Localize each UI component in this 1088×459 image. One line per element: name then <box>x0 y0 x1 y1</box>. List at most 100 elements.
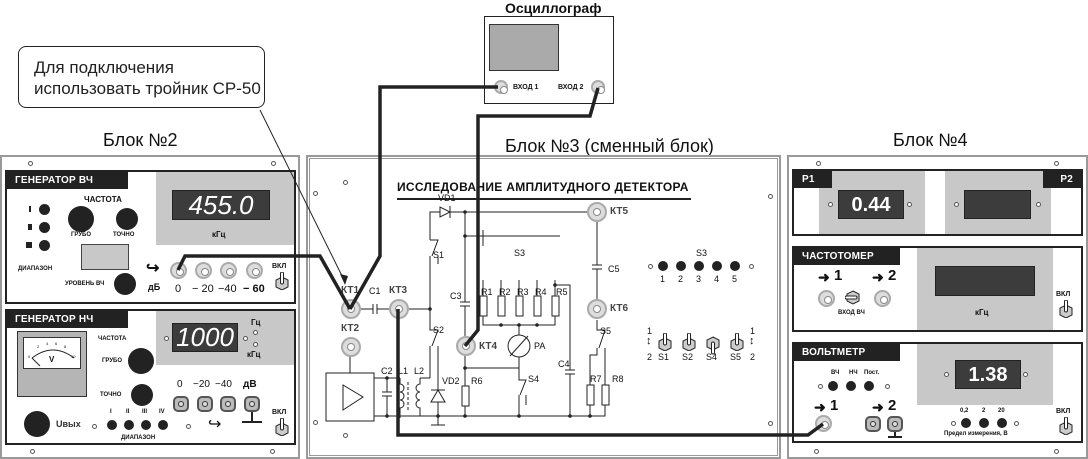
volt-input-1-jack[interactable] <box>815 415 832 432</box>
oscilloscope-input-2-label: ВХОД 2 <box>558 84 584 91</box>
hf-output-minus40db-jack[interactable] <box>220 262 237 279</box>
ground-icon <box>251 412 253 422</box>
label-r1: R1 <box>481 287 493 297</box>
lf-power-toggle[interactable] <box>275 418 289 436</box>
s3-position-button-4[interactable] <box>712 261 722 271</box>
mount-hole <box>270 449 275 454</box>
test-point-kt3[interactable] <box>389 299 409 319</box>
lf-range-mark-2: II <box>126 409 130 415</box>
s3-position-button-2[interactable] <box>676 261 686 271</box>
hf-coarse-label: ГРУБО <box>71 232 92 238</box>
hf-power-toggle[interactable] <box>275 272 289 290</box>
s3-position-button-1[interactable] <box>658 261 668 271</box>
test-point-kt6[interactable] <box>587 299 607 319</box>
hf-range-button-3[interactable] <box>39 240 50 251</box>
lf-range-button-3[interactable] <box>141 420 151 430</box>
s3-position-button-3[interactable] <box>694 261 704 271</box>
label-s3-line: S3 <box>514 248 526 258</box>
display-screw <box>164 336 169 341</box>
label-c2: C2 <box>381 366 393 376</box>
meter-tick-6: 6 <box>55 341 58 346</box>
voltmeter-range-20-button[interactable] <box>997 418 1007 428</box>
p2-label: P2 <box>1043 171 1081 188</box>
label-r7: R7 <box>590 374 602 384</box>
hf-range-button-2[interactable] <box>39 222 50 233</box>
s3-position-button-5[interactable] <box>730 261 740 271</box>
hf-level-window <box>81 244 129 270</box>
voltmeter-mode-dc: Пост. <box>864 370 880 376</box>
freq-input-1-jack[interactable] <box>818 290 835 307</box>
oscilloscope-input-2-jack[interactable] <box>591 80 605 94</box>
mount-hole <box>28 161 33 166</box>
volt-input-1-icon: ➜ <box>814 399 826 415</box>
hf-range-label: ДИАПАЗОН <box>18 266 53 272</box>
mount-hole <box>313 420 318 425</box>
toggle-switch-s4[interactable] <box>706 335 720 355</box>
voltmeter-mode-lf-button[interactable] <box>846 381 856 391</box>
mount-hole <box>1054 161 1059 166</box>
test-point-kt2[interactable] <box>341 337 361 357</box>
hf-db-label: дБ <box>148 282 161 292</box>
lf-fine-label: ТОЧНО <box>100 392 122 398</box>
kt4-label: КТ4 <box>479 341 498 352</box>
toggle-switch-s5[interactable] <box>730 333 744 351</box>
lf-range-button-4[interactable] <box>158 420 168 430</box>
freq-input-2-label: 2 <box>888 267 897 284</box>
hf-output-minus20db-jack[interactable] <box>195 262 212 279</box>
volt-ground-jack[interactable] <box>887 416 903 432</box>
lf-output-40-jack[interactable] <box>220 396 236 412</box>
frequency-meter-title: ЧАСТОТОМЕР <box>794 248 900 265</box>
voltmeter-mode-dc-button[interactable] <box>864 381 874 391</box>
lf-unit-hz-indicator <box>253 330 258 335</box>
block-3-heading: ИССЛЕДОВАНИЕ АМПЛИТУДНОГО ДЕТЕКТОРА <box>397 180 689 194</box>
oscilloscope-title: Осциллограф <box>505 0 602 16</box>
mount-hole <box>1054 449 1059 454</box>
panel-screw <box>818 384 823 389</box>
mount-hole <box>343 433 348 438</box>
lf-output-ground-jack[interactable] <box>244 396 260 412</box>
hf-generator-title: ГЕНЕРАТОР ВЧ <box>7 172 128 189</box>
lf-output-0-jack[interactable] <box>173 396 189 412</box>
label-s2: S2 <box>433 325 445 335</box>
hf-output-0db-jack[interactable] <box>170 262 187 279</box>
voltmeter-range-0-2-button[interactable] <box>961 418 971 428</box>
label-l2: L2 <box>414 366 425 376</box>
test-point-kt5[interactable] <box>587 202 607 222</box>
toggle-label-s5: S5 <box>730 352 742 362</box>
hf-range-button-1[interactable] <box>39 204 50 215</box>
lf-fine-knob[interactable] <box>131 384 153 406</box>
hf-level-knob[interactable] <box>114 273 136 295</box>
lf-range-button-2[interactable] <box>124 420 134 430</box>
lf-uout-label: Uвых <box>56 419 81 429</box>
label-c3: C3 <box>450 291 462 301</box>
label-r6: R6 <box>471 376 483 386</box>
display-screw <box>1023 372 1028 377</box>
ground-icon <box>894 432 896 437</box>
freq-input-select-toggle[interactable] <box>845 290 863 306</box>
test-point-kt1[interactable] <box>341 299 361 319</box>
hf-coarse-knob[interactable] <box>68 206 94 232</box>
volt-input-2-icon: ➜ <box>872 399 884 415</box>
lf-range-button-1[interactable] <box>107 420 117 430</box>
oscilloscope-input-1-jack[interactable] <box>494 80 508 94</box>
lf-output-20-jack[interactable] <box>197 396 213 412</box>
lf-coarse-knob[interactable] <box>128 348 154 374</box>
freq-power-toggle[interactable] <box>1059 300 1073 318</box>
test-point-kt4[interactable] <box>456 336 476 356</box>
toggle-switch-s2[interactable] <box>682 333 696 351</box>
freq-power-label: ВКЛ <box>1056 291 1071 298</box>
voltmeter-mode-hf-button[interactable] <box>828 381 838 391</box>
lf-uout-knob[interactable] <box>24 411 50 437</box>
volt-power-toggle[interactable] <box>1059 417 1073 435</box>
freq-input-2-jack[interactable] <box>874 290 891 307</box>
voltmeter-range-caption: Предел измерения, В <box>944 431 1008 437</box>
toggle-label-s4: S4 <box>706 352 718 362</box>
hf-fine-knob[interactable] <box>116 208 138 230</box>
lf-range-mark-4: IV <box>159 409 165 415</box>
toggle-switch-s1[interactable] <box>658 333 672 351</box>
hf-output-minus60db-jack[interactable] <box>246 262 263 279</box>
voltmeter-range-2-button[interactable] <box>979 418 989 428</box>
volt-input-2-jack[interactable] <box>865 416 881 432</box>
meter-unit: V <box>49 355 55 364</box>
voltmeter-mode-lf: НЧ <box>849 370 858 376</box>
